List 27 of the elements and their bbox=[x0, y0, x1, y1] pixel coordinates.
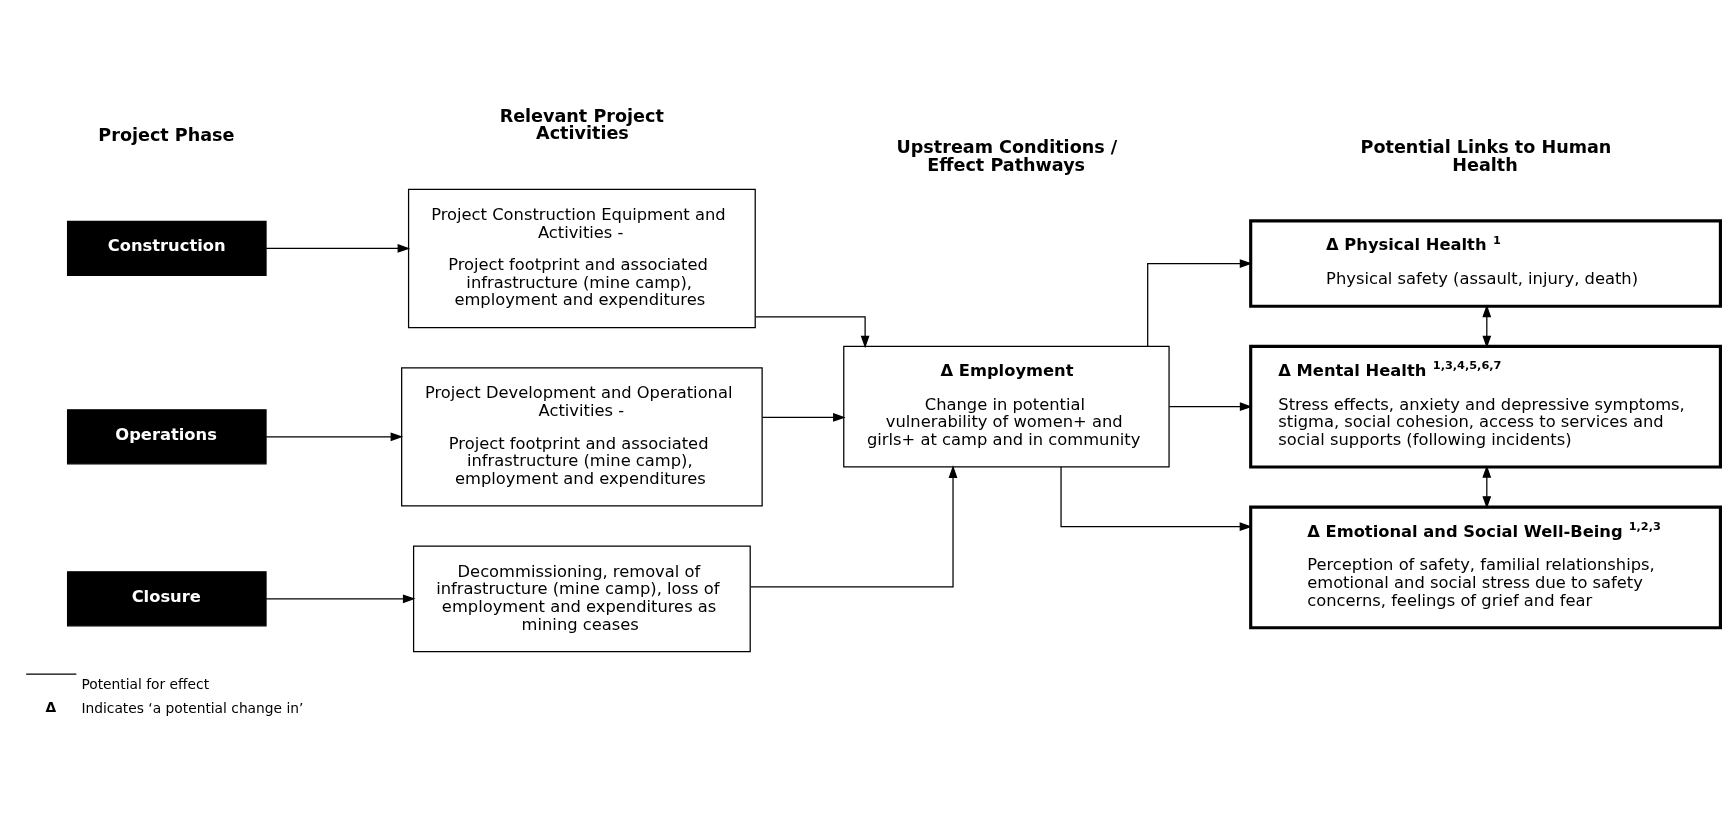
arrow bbox=[755, 316, 870, 349]
node-box: Project Construction Equipment and Activities - Project footprint and associated infrastructure (mine camp), employment and expenditures bbox=[407, 188, 756, 329]
arrow bbox=[1147, 259, 1253, 348]
node-box: Project Development and Operational Activities - Project footprint and associated infrastructure (mine camp), employment and expenditures bbox=[401, 367, 763, 507]
node-box: Δ Emotional and Social Well-Being $^{1,2,3}$ Perception of safety, familial relationships, emotional and social stress due to safety concerns, feelings of grief and fear bbox=[1249, 505, 1722, 630]
node-box: Δ Employment Change in potential vulnerability of women+ and girls+ at camp and in community bbox=[843, 345, 1170, 468]
arrow bbox=[1060, 466, 1253, 532]
node-box: Closure bbox=[66, 571, 267, 627]
arrow bbox=[761, 413, 846, 422]
label: Upstream Conditions / Effect Pathways bbox=[896, 137, 1118, 175]
arrow bbox=[265, 244, 411, 253]
arrow bbox=[750, 465, 958, 588]
arrow bbox=[265, 432, 404, 442]
node-box: Δ Mental Health $^{1,3,4,5,6,7}$ Stress effects, anxiety and depressive symptoms, stigma, social cohesion, access to services and social supports (following incidents) bbox=[1249, 344, 1722, 469]
node-box: Decommissioning, removal of infrastructure (mine camp), loss of employment and expenditures as mining ceases bbox=[412, 545, 751, 653]
legend-label: Indicates ‘a potential change in’ bbox=[81, 699, 304, 716]
label: Potential Links to Human Health bbox=[1360, 137, 1612, 175]
legend-label: Potential for effect bbox=[81, 676, 210, 693]
label: Relevant Project Activities bbox=[499, 105, 664, 144]
label: Δ bbox=[45, 698, 57, 715]
arrow bbox=[265, 594, 416, 604]
arrow bbox=[1482, 465, 1492, 509]
label: Project Phase bbox=[98, 125, 235, 146]
arrow bbox=[1168, 402, 1253, 412]
node-box: Δ Physical Health $^{1}$ Physical safety (assault, injury, death) bbox=[1249, 219, 1722, 308]
node-box: Operations bbox=[66, 409, 267, 465]
node-box: Construction bbox=[66, 220, 267, 277]
